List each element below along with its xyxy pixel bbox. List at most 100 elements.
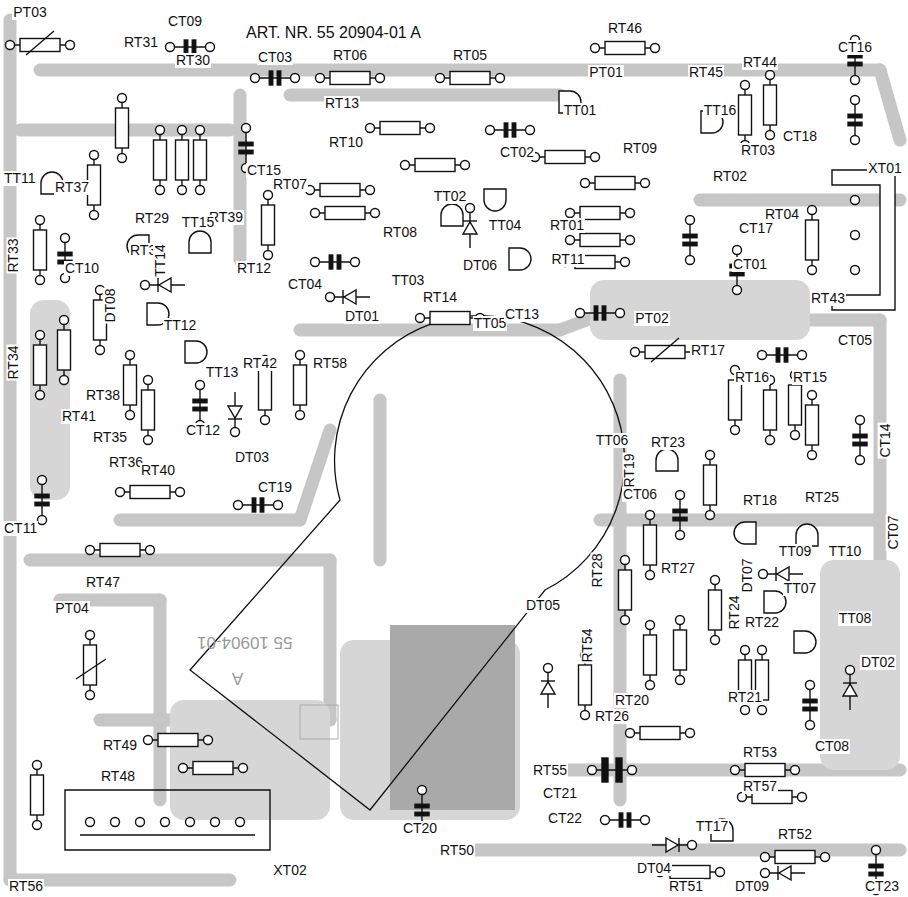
resistor-symbol xyxy=(430,312,470,325)
capacitor-symbol xyxy=(490,123,530,137)
copper-trace xyxy=(234,95,247,260)
capacitor-label: CT10 xyxy=(64,261,100,276)
solder-pad xyxy=(856,416,865,425)
diode-label: DT06 xyxy=(462,258,498,273)
resistor-symbol xyxy=(20,39,60,52)
solder-pad xyxy=(766,71,775,80)
solder-pad xyxy=(761,869,770,878)
solder-pad xyxy=(808,206,817,215)
solder-pad xyxy=(204,736,213,745)
capacitor-label: CT18 xyxy=(782,129,818,144)
resistor-label: RT22 xyxy=(744,615,780,630)
diode-label: DT04 xyxy=(636,861,672,876)
solder-pad xyxy=(798,793,807,802)
capacitor-symbol xyxy=(803,685,817,725)
solder-pad xyxy=(711,576,720,585)
solder-pad xyxy=(234,501,243,510)
copper-trace xyxy=(880,70,900,140)
solder-pad xyxy=(621,556,630,565)
solder-pad xyxy=(806,681,815,690)
socket-outline xyxy=(190,316,625,810)
resistor-symbol xyxy=(775,851,815,864)
resistor-label: RT13 xyxy=(324,96,360,111)
transistor-label: TT14 xyxy=(153,243,168,278)
solder-pad xyxy=(851,196,860,205)
capacitor-label: CT07 xyxy=(885,514,900,550)
solder-pad xyxy=(706,511,715,520)
solder-pad xyxy=(851,266,860,275)
transistor-label: TT16 xyxy=(703,103,738,118)
capacitor-symbol xyxy=(683,220,697,260)
solder-pad xyxy=(566,209,575,218)
resistor-label: RT51 xyxy=(668,879,704,894)
capacitor-symbol xyxy=(762,348,802,362)
resistor-symbol xyxy=(294,365,307,405)
diode-label: DT08 xyxy=(102,287,117,323)
solder-pad xyxy=(38,476,47,485)
diode-symbol xyxy=(463,208,477,248)
diode-symbol xyxy=(145,278,185,292)
resistor-label: RT48 xyxy=(100,769,136,784)
diode-label: DT09 xyxy=(734,879,770,894)
solder-pad xyxy=(231,428,240,437)
solder-pad xyxy=(196,126,205,135)
copper-trace xyxy=(120,514,300,527)
resistor-label: RT53 xyxy=(742,745,778,760)
resistor-label: RT37 xyxy=(54,180,90,195)
resistor-label: RT35 xyxy=(92,430,128,445)
resistor-label: RT09 xyxy=(622,141,658,156)
resistor-symbol xyxy=(58,330,71,370)
trimmer-label: PT01 xyxy=(588,65,623,80)
resistor-label: RT07 xyxy=(272,177,308,192)
solder-pad xyxy=(591,44,600,53)
solder-pad xyxy=(401,161,410,170)
resistor-label: RT06 xyxy=(332,48,368,63)
resistor-label: RT17 xyxy=(690,343,726,358)
transistor-symbol xyxy=(189,231,211,253)
resistor-label: RT15 xyxy=(792,370,828,385)
solder-pad xyxy=(296,411,305,420)
solder-pad xyxy=(676,491,685,500)
capacitor-label: CT04 xyxy=(287,277,323,292)
solder-pad xyxy=(136,818,145,827)
resistor-label: RT18 xyxy=(742,493,778,508)
solder-pad xyxy=(371,209,380,218)
resistor-symbol xyxy=(640,727,680,740)
diode-symbol xyxy=(228,392,242,432)
solder-pad xyxy=(741,706,750,715)
trimmer-wiper xyxy=(76,659,106,679)
resistor-symbol xyxy=(34,345,47,385)
resistor-label: RT16 xyxy=(734,370,770,385)
solder-pad xyxy=(366,124,375,133)
diode-label: DT03 xyxy=(234,450,270,465)
board-marking: A xyxy=(231,671,244,686)
resistor-symbol xyxy=(450,72,490,85)
resistor-symbol xyxy=(545,151,585,164)
trimmer-label: PT02 xyxy=(634,311,669,326)
solder-pad xyxy=(176,488,185,497)
resistor-symbol xyxy=(580,207,620,220)
resistor-symbol xyxy=(764,390,777,430)
solder-pad xyxy=(646,571,655,580)
resistor-symbol xyxy=(645,346,685,359)
solder-pad xyxy=(808,266,817,275)
solder-pad xyxy=(196,381,205,390)
solder-pad xyxy=(676,616,685,625)
copper-trace xyxy=(300,430,330,520)
solder-pad xyxy=(758,351,767,360)
solder-pad xyxy=(686,256,695,265)
solder-pad xyxy=(111,818,120,827)
diode-label: DT05 xyxy=(525,598,561,613)
solder-pad xyxy=(264,191,273,200)
transistor-label: TT05 xyxy=(473,316,508,331)
resistor-label: RT42 xyxy=(242,356,278,371)
solder-pad xyxy=(791,766,800,775)
solder-pad xyxy=(36,276,45,285)
solder-pad xyxy=(116,488,125,497)
ground-patch xyxy=(390,625,515,810)
connector-label: XT01 xyxy=(867,161,902,176)
capacitor-label: CT14 xyxy=(877,422,892,458)
solder-pad xyxy=(716,868,725,877)
solder-pad xyxy=(646,681,655,690)
